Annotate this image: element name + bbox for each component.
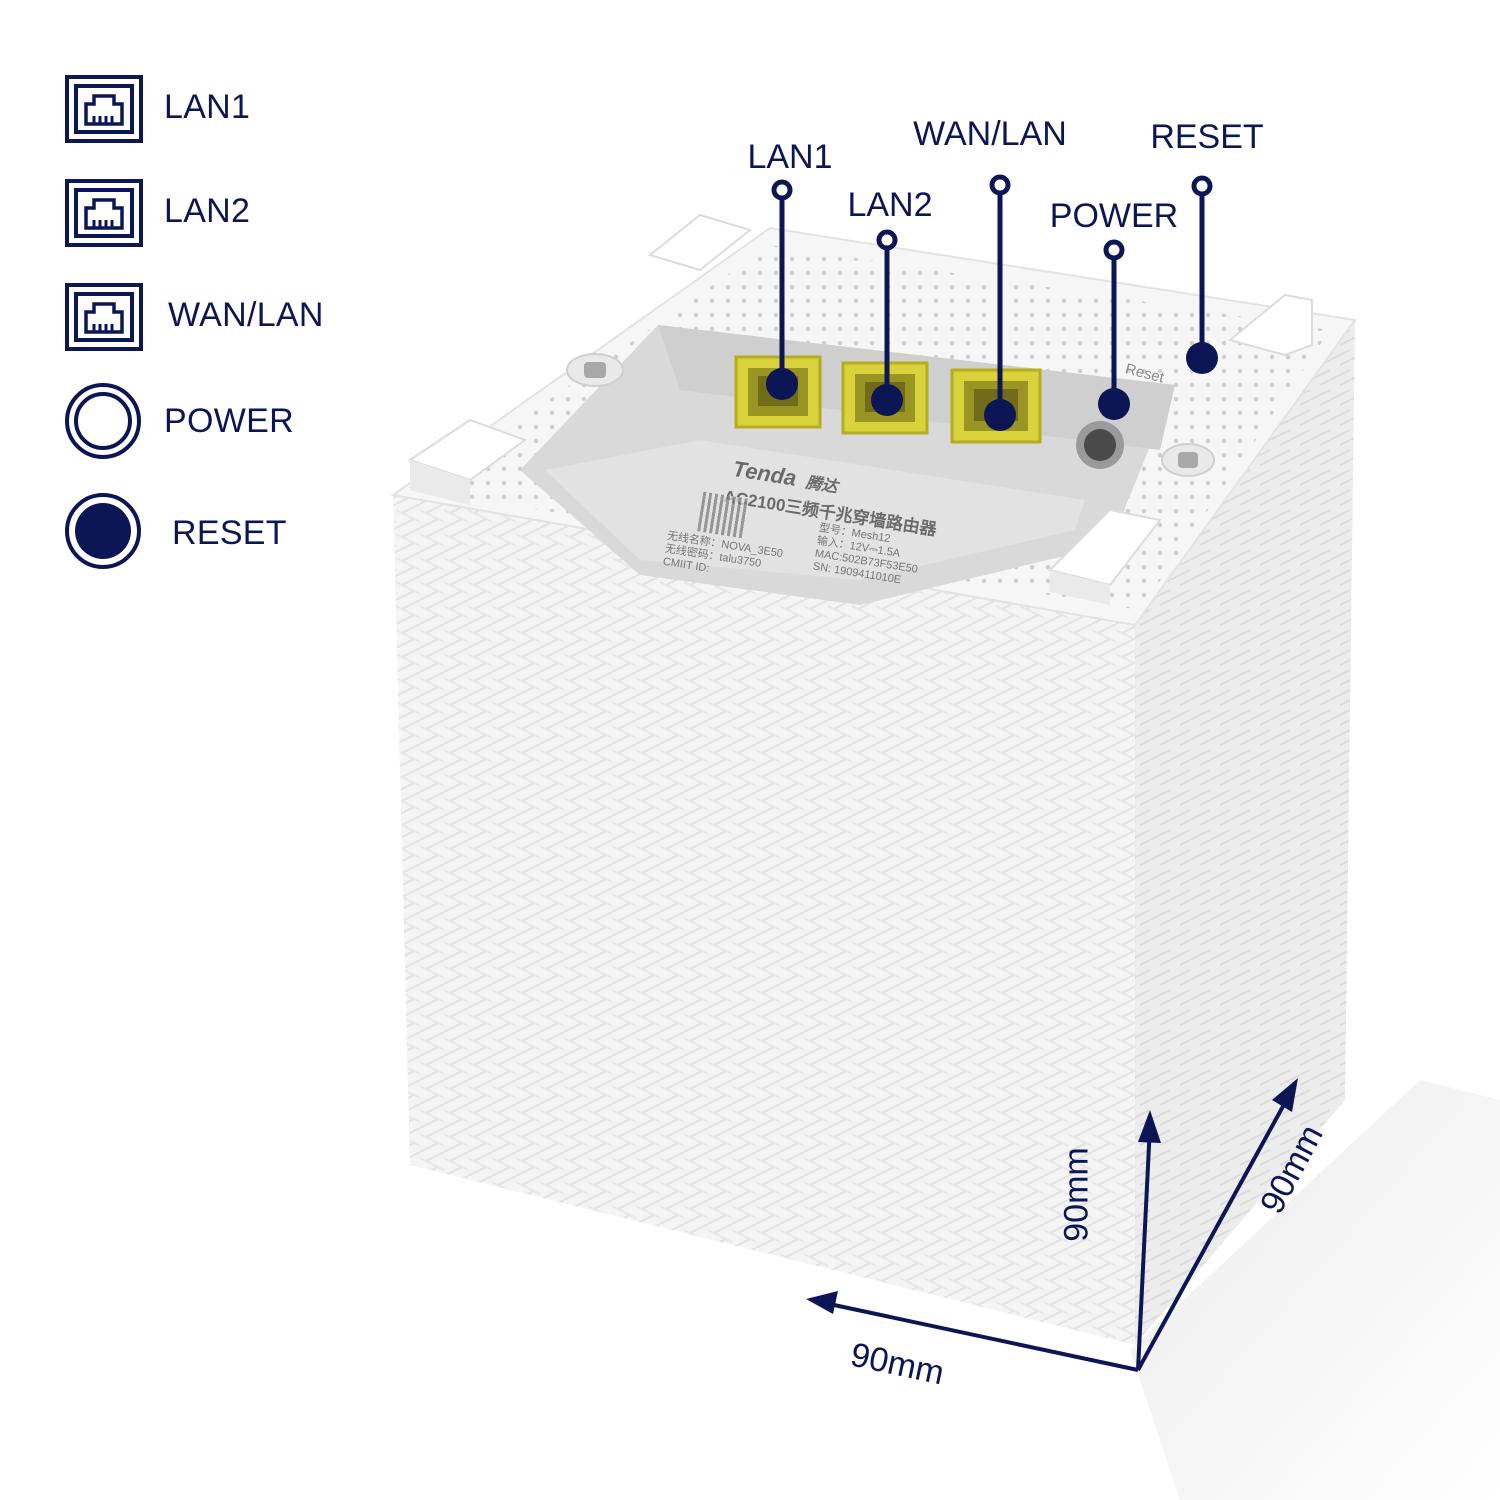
callout-dot-reset [1186,342,1218,374]
ethernet-port-icon [65,283,143,351]
brand-name-cn: 腾达 [804,474,839,497]
ethernet-port-icon [65,179,143,247]
dimension-height-label: 90mm [1057,1147,1096,1242]
foot-right-back [1227,293,1313,357]
legend-label: LAN2 [164,192,251,230]
power-jack [1076,421,1124,469]
callout-dot-power [1098,388,1130,420]
callout-dot-lan1 [766,368,798,400]
callout-dot-lan2 [871,384,903,416]
qr-code-icon [697,491,749,539]
callout-dot-wanlan [984,399,1016,431]
legend-label: WAN/LAN [168,296,324,334]
label-plate [545,440,1085,580]
ethernet-port-icon [65,75,143,143]
reset-dot-icon [65,493,141,569]
callout-lines [771,174,1213,413]
callout-label-lan1: LAN1 [747,138,833,176]
legend-label: POWER [164,402,294,440]
callout-label-lan2: LAN2 [847,186,933,224]
callout-label-wanlan: WAN/LAN [913,115,1067,153]
power-ring-icon [65,383,141,459]
router-front-face [393,495,1135,1345]
foot-back [647,213,753,272]
router-side-face [1135,320,1355,1345]
legend-label: RESET [172,514,287,552]
dimension-arrows [806,1078,1298,1372]
legend-label: LAN1 [164,88,251,126]
callout-label-power: POWER [1049,197,1179,235]
callout-label-reset: RESET [1150,118,1264,156]
floor-shadow [1130,1080,1500,1500]
